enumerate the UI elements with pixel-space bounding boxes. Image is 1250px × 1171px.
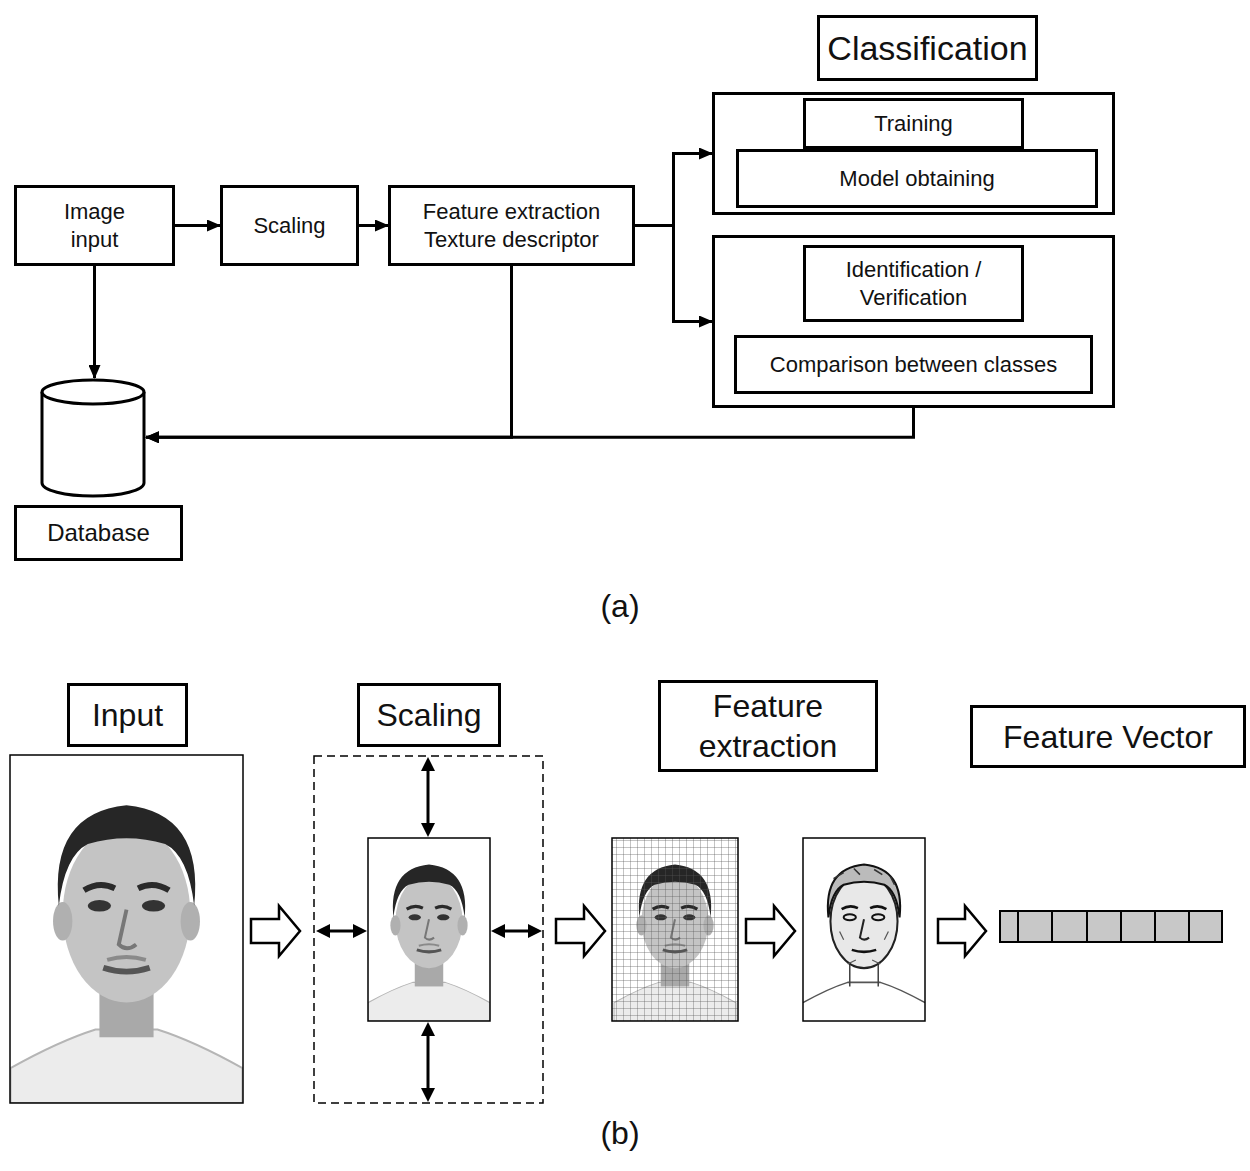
process-box: Feature extraction Texture descriptor bbox=[388, 185, 635, 266]
input-face-image bbox=[10, 755, 243, 1103]
text-block: Comparison between classes bbox=[770, 351, 1057, 379]
text-block: Database bbox=[47, 518, 150, 548]
scaling-illustration bbox=[314, 756, 543, 1103]
group-box: Identification / VerificationComparison … bbox=[712, 235, 1115, 408]
process-box: Scaling bbox=[220, 185, 359, 266]
process-box: Training bbox=[803, 98, 1024, 149]
process-box: Identification / Verification bbox=[803, 245, 1024, 322]
stage-title-box: Feature extraction bbox=[658, 680, 878, 772]
node-text: Input bbox=[92, 695, 163, 735]
heading-box: Classification bbox=[817, 15, 1038, 81]
flow-arrow bbox=[146, 266, 512, 437]
process-box: Comparison between classes bbox=[734, 335, 1093, 394]
text-block: Model obtaining bbox=[839, 165, 994, 193]
text-block: Training bbox=[874, 110, 953, 138]
panel-label: (b) bbox=[600, 1115, 639, 1152]
flow-arrow bbox=[146, 408, 914, 437]
text-block: Feature extraction bbox=[661, 686, 875, 766]
node-text: Model obtaining bbox=[839, 165, 994, 193]
flow-arrow bbox=[635, 226, 712, 322]
process-box: Model obtaining bbox=[736, 149, 1098, 208]
text-block: Scaling bbox=[377, 695, 482, 735]
gridded-face-image bbox=[612, 838, 738, 1021]
stage-title-box: Input bbox=[67, 683, 188, 747]
node-text: Comparison between classes bbox=[770, 351, 1057, 379]
node-text: Feature extraction Texture descriptor bbox=[391, 198, 632, 253]
text-block: Identification / Verification bbox=[814, 256, 1014, 311]
flow-arrow bbox=[359, 224, 388, 227]
database-label-box: Database bbox=[14, 505, 183, 561]
text-block: Feature Vector bbox=[1003, 717, 1213, 757]
text-block: Input bbox=[92, 695, 163, 735]
text-block: Feature extraction Texture descriptor bbox=[391, 198, 632, 253]
node-text: Training bbox=[874, 110, 953, 138]
panel-label: (a) bbox=[600, 588, 639, 625]
text-block: Image input bbox=[45, 198, 145, 253]
node-text: Scaling bbox=[253, 212, 325, 240]
flow-arrow bbox=[175, 224, 220, 227]
database-cylinder bbox=[40, 378, 146, 499]
feature-vector-bar bbox=[1000, 911, 1222, 942]
text-block: Classification bbox=[827, 27, 1027, 70]
node-text: Scaling bbox=[377, 695, 482, 735]
text-block: Scaling bbox=[253, 212, 325, 240]
flow-arrow bbox=[635, 154, 712, 226]
cylinder-shape bbox=[40, 378, 146, 499]
node-text: Feature extraction bbox=[661, 686, 875, 766]
stage-title-box: Feature Vector bbox=[970, 705, 1246, 768]
texture-face-image bbox=[803, 838, 925, 1021]
flow-arrow bbox=[93, 266, 96, 378]
node-text: Classification bbox=[827, 27, 1027, 70]
group-box: TrainingModel obtaining bbox=[712, 92, 1115, 215]
process-box: Image input bbox=[14, 185, 175, 266]
stage-title-box: Scaling bbox=[357, 683, 501, 747]
node-text: Feature Vector bbox=[1003, 717, 1213, 757]
node-text: Image input bbox=[45, 198, 145, 253]
node-text: Identification / Verification bbox=[814, 256, 1014, 311]
node-text: Database bbox=[47, 518, 150, 548]
